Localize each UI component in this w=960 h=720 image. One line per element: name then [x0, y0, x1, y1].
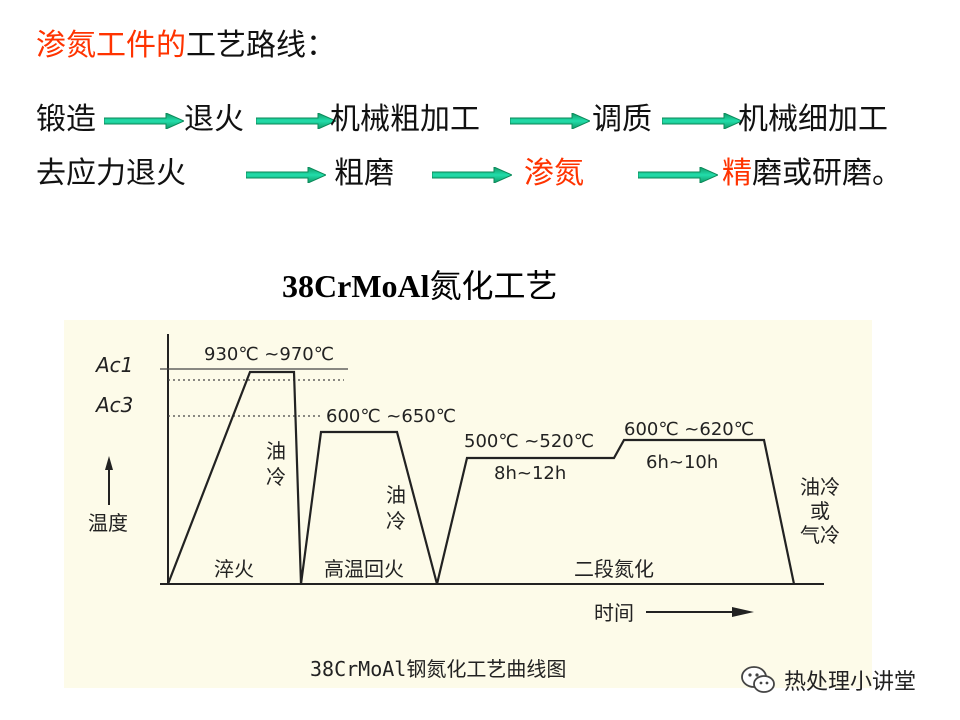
final-cool-line3: 气冷 [800, 523, 840, 547]
route-step-quench-temper: 调质 [592, 102, 652, 137]
route-step-finish-grinding: 精磨或研磨。 [722, 154, 902, 194]
route-step-rough-machining: 机械粗加工 [330, 102, 480, 137]
route-step-annealing: 退火 [184, 102, 244, 137]
diagram-subtitle: 38CrMoAl氮化工艺 [282, 264, 558, 308]
stage1-temp-label: 500℃ ~520℃ [464, 431, 594, 452]
temper-temp-label: 600℃ ~650℃ [326, 406, 456, 427]
route-arrow [246, 167, 326, 183]
oil-cool-1-line2: 冷 [266, 465, 286, 489]
y-axis-arrowhead [105, 456, 113, 470]
stage-nitride-label: 二段氮化 [574, 557, 654, 581]
route-step-forging: 锻造 [36, 102, 96, 137]
stage1-time-label: 8h~12h [494, 463, 566, 484]
stage-quench-label: 淬火 [214, 557, 254, 581]
route-arrow [104, 113, 184, 129]
oil-cool-1-line1: 油 [266, 439, 286, 463]
route-arrow [638, 167, 718, 183]
final-cool-line2: 或 [810, 499, 830, 523]
process-curve [166, 370, 796, 585]
route-step-stress-relief: 去应力退火 [36, 156, 186, 191]
page-heading: 渗氮工件的工艺路线： [36, 26, 336, 66]
route-arrow [510, 113, 590, 129]
y-axis-label: 温度 [88, 511, 128, 535]
diagram-caption: 38CrMoAl钢氮化工艺曲线图 [310, 657, 566, 681]
stage2-time-label: 6h~10h [646, 452, 718, 473]
stage2-temp-label: 600℃ ~620℃ [624, 419, 754, 440]
process-curve-panel: Ac1 Ac3 930℃ ~970℃ 600℃ ~650℃ 500℃ ~520℃… [64, 320, 872, 688]
steel-grade: 38CrMoAl [282, 268, 430, 304]
route-arrow [662, 113, 742, 129]
x-axis-label: 时间 [594, 601, 634, 625]
subtitle-text: 氮化工艺 [429, 267, 558, 305]
watermark-text: 热处理小讲堂 [784, 670, 917, 695]
route-arrow [432, 167, 512, 183]
finish-grinding-rest: 磨或研磨。 [752, 156, 902, 191]
final-cool-line1: 油冷 [800, 475, 840, 499]
route-step-rough-grinding: 粗磨 [334, 156, 394, 191]
quench-temp-label: 930℃ ~970℃ [204, 344, 334, 365]
oil-cool-2-line1: 油 [386, 483, 406, 507]
heading-red-part: 渗氮工件的 [36, 28, 186, 63]
route-arrow [256, 113, 336, 129]
watermark: 热处理小讲堂 [740, 660, 916, 700]
wechat-icon [741, 666, 775, 693]
process-curve-diagram: Ac1 Ac3 930℃ ~970℃ 600℃ ~650℃ 500℃ ~520℃… [88, 334, 840, 681]
route-step-nitriding: 渗氮 [524, 156, 584, 191]
stage-temper-label: 高温回火 [324, 557, 404, 581]
finish-grinding-red-char: 精 [722, 156, 752, 191]
ac3-label: Ac3 [94, 393, 133, 417]
x-axis-arrowhead [732, 607, 754, 617]
route-step-fine-machining: 机械细加工 [738, 102, 888, 137]
ac1-label: Ac1 [94, 353, 133, 377]
oil-cool-2-line2: 冷 [386, 509, 406, 533]
heading-black-part: 工艺路线： [186, 28, 336, 63]
